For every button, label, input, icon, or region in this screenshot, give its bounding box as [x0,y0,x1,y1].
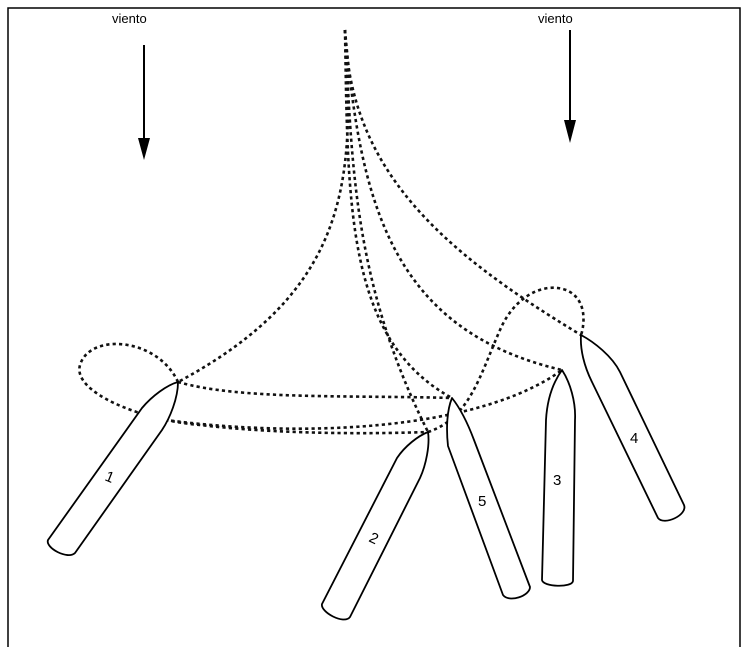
wind-label-left: viento [112,11,147,26]
boat-3-label: 3 [553,472,561,489]
wind-arrow-left [138,45,150,160]
boat-5-label: 5 [478,493,486,510]
rode-line-boat-1 [177,29,350,384]
swing-loop-right [427,286,585,434]
rode-line-boat-2 [343,29,430,433]
rode-line-boat-5 [343,29,453,400]
swing-loop-left [78,342,429,435]
wind-label-right: viento [538,11,573,26]
boat-3: 3 [541,369,576,587]
boat-4-label: 4 [630,430,638,447]
boat-1: 1 [47,381,179,556]
anchor-rode-paths [78,29,585,435]
boat-4: 4 [579,334,686,522]
wind-arrow-right [564,30,576,143]
boat-5: 5 [446,397,531,600]
swing-arc-1-5 [177,380,453,400]
diagram-frame [7,7,741,647]
boat-2: 2 [321,431,430,621]
swing-arc-2-3 [151,368,563,430]
rode-line-boat-3 [343,29,563,372]
rode-line-boat-4 [343,29,582,337]
